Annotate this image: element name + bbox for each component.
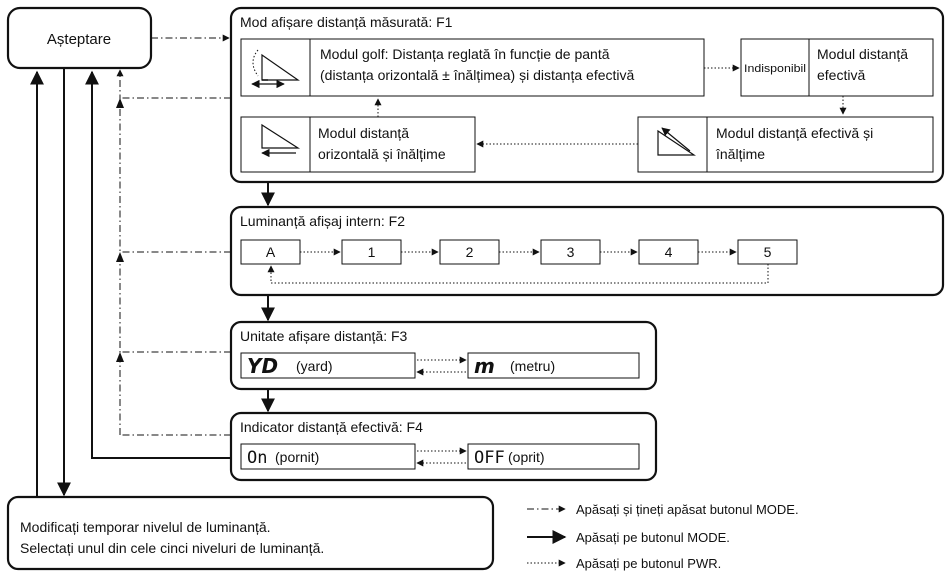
yard-option <box>240 352 416 379</box>
f1-panel: Mod afișare distanță măsurată: F1 Modul … <box>229 6 945 184</box>
golf-mode-line2: (distanța orizontală ± înălțimea) și dis… <box>320 67 634 83</box>
unavailable-box <box>740 38 810 97</box>
legend: Apăsați și țineți apăsat butonul MODE. A… <box>527 502 799 571</box>
on-option <box>240 443 416 470</box>
meter-option <box>467 352 640 379</box>
flow-connectors <box>30 34 275 497</box>
meter-symbol: m <box>474 354 495 378</box>
off-label: (oprit) <box>508 449 545 465</box>
legend-press-mode: Apăsați pe butonul MODE. <box>576 530 730 545</box>
yard-label: (yard) <box>296 358 333 374</box>
legend-press-hold: Apăsați și țineți apăsat butonul MODE. <box>576 502 799 517</box>
standby-state: Așteptare <box>6 6 153 70</box>
horizontal-slope-icon <box>261 123 301 158</box>
horizontal-mode-icon-box <box>240 116 311 173</box>
horizontal-mode-line1: Modul distanță <box>318 125 409 141</box>
f4-title: Indicator distanță efectivă: F4 <box>240 419 423 435</box>
golf-mode-icon-box <box>240 38 311 97</box>
unavailable-label: Indisponibil <box>744 63 806 75</box>
actual-mode-line1: Modul distanță <box>817 46 908 62</box>
f4-panel: Indicator distanță efectivă: F4 On (porn… <box>229 411 658 482</box>
horizontal-mode-line2: orizontală și înălțime <box>318 146 446 162</box>
luminance-level-label: 2 <box>466 244 474 260</box>
yard-symbol: YD <box>247 354 278 378</box>
luminance-level-label: 5 <box>764 244 772 260</box>
luminance-level-label: 4 <box>665 244 673 260</box>
off-symbol: OFF <box>474 448 505 468</box>
on-symbol: On <box>247 448 267 468</box>
f2-title: Luminanță afișaj intern: F2 <box>240 213 405 229</box>
meter-label: (metru) <box>510 358 555 374</box>
luminance-level-box <box>540 239 601 265</box>
f2-panel: Luminanță afișaj intern: F2 A 1 2 3 4 5 <box>229 205 945 297</box>
luminance-level-box <box>737 239 798 265</box>
actual-height-line2: înălțime <box>715 146 765 162</box>
luminance-level-box <box>439 239 500 265</box>
f1-title: Mod afișare distanță măsurată: F1 <box>240 14 453 30</box>
off-option <box>467 443 640 470</box>
f3-title: Unitate afișare distanță: F3 <box>240 328 408 344</box>
note-panel: Modificați temporar nivelul de luminanță… <box>6 495 495 571</box>
f3-panel: Unitate afișare distanță: F3 YD (yard) m… <box>229 320 658 391</box>
luminance-level-label: 3 <box>567 244 575 260</box>
luminance-level-label: A <box>266 244 276 260</box>
golf-slope-icon <box>251 49 300 89</box>
actual-mode-line2: efectivă <box>817 67 865 83</box>
luminance-level-box <box>240 239 301 265</box>
luminance-level-box <box>341 239 402 265</box>
actual-slope-icon <box>657 127 696 156</box>
luminance-levels: A 1 2 3 4 5 <box>240 239 798 265</box>
note-line2: Selectați unul din cele cinci niveluri d… <box>20 540 324 556</box>
legend-press-pwr: Apăsați pe butonul PWR. <box>576 556 721 571</box>
actual-height-icon-box <box>637 116 708 173</box>
actual-height-line1: Modul distanță efectivă și <box>716 125 873 141</box>
golf-mode-line1: Modul golf: Distanța reglată în funcție … <box>320 46 610 62</box>
standby-label: Așteptare <box>47 31 111 48</box>
note-line1: Modificați temporar nivelul de luminanță… <box>20 519 271 535</box>
luminance-level-box <box>638 239 699 265</box>
luminance-level-label: 1 <box>368 244 376 260</box>
on-label: (pornit) <box>275 449 319 465</box>
